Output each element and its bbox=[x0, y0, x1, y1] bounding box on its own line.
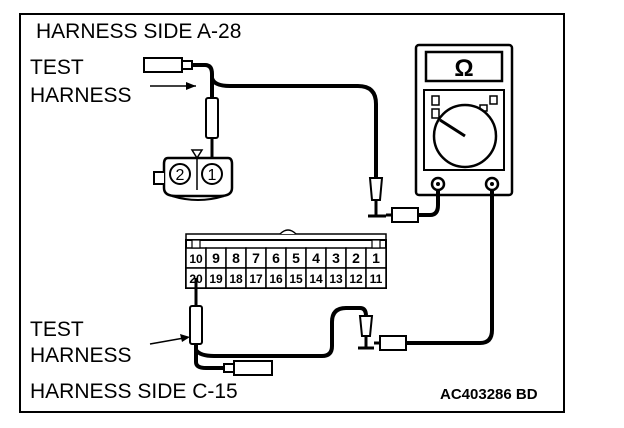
meter-lead-com-plug bbox=[391, 207, 419, 223]
c15-pin-label: 8 bbox=[232, 250, 240, 266]
c15-pin-label: 2 bbox=[352, 250, 360, 266]
harness-top-plug-sleeve bbox=[181, 60, 193, 70]
meter-small-button-right bbox=[489, 95, 498, 105]
c15-pin-label: 17 bbox=[249, 272, 263, 286]
harness-side-c15-label: HARNESS SIDE C-15 bbox=[30, 380, 238, 403]
test-harness-top-arrowhead bbox=[186, 82, 196, 90]
harness-side-a28-label: HARNESS SIDE A-28 bbox=[36, 20, 242, 43]
harness-top-plug bbox=[143, 57, 183, 73]
test-harness-bottom-arrow bbox=[149, 337, 185, 345]
connector-a28-key-triangle bbox=[190, 149, 204, 160]
meter-lead-com-wire bbox=[418, 190, 440, 217]
c15-guide-notch bbox=[371, 239, 381, 249]
ohm-symbol: Ω bbox=[454, 55, 473, 82]
c15-pin-label: 1 bbox=[372, 250, 380, 266]
meter-dial-pointer bbox=[439, 118, 466, 138]
ohmmeter: Ω bbox=[414, 43, 514, 197]
connector-a28-pin-2 bbox=[169, 163, 191, 185]
c15-pin-label: 12 bbox=[349, 272, 363, 286]
connector-a28-bottom-lip bbox=[171, 195, 225, 201]
meter-small-button-left-2 bbox=[431, 108, 440, 119]
test-harness-bottom bbox=[189, 190, 494, 376]
meter-lead-ohm-wire bbox=[406, 190, 494, 345]
connector-a28: 2 1 bbox=[153, 149, 234, 201]
c15-pin-label: 9 bbox=[212, 250, 220, 266]
c15-pin-label: 3 bbox=[332, 250, 340, 266]
connector-c15-pin-grid: 1098765432120191817161514131211 bbox=[185, 239, 387, 289]
harness-bottom-plug bbox=[233, 360, 273, 376]
c15-pin-label: 4 bbox=[312, 250, 320, 266]
test-harness-top-label-line2: HARNESS bbox=[30, 84, 132, 107]
harness-top-probe bbox=[205, 97, 219, 139]
c15-pin-label: 5 bbox=[292, 250, 300, 266]
connector-c15: 1098765432120191817161514131211 bbox=[185, 229, 387, 289]
c15-pin-label: 10 bbox=[189, 252, 203, 266]
connector-a28-pin-1 bbox=[201, 163, 223, 185]
test-harness-bottom-arrowhead bbox=[180, 334, 190, 342]
test-harness-top-label-line1: TEST bbox=[30, 56, 84, 79]
meter-small-button-left bbox=[431, 95, 440, 106]
meter-display bbox=[424, 50, 504, 83]
c15-pin-label: 18 bbox=[229, 272, 243, 286]
harness-top-wire-b bbox=[210, 77, 378, 178]
meter-lead-ohm-plug bbox=[379, 335, 407, 351]
harness-bottom-wire-a bbox=[194, 344, 224, 370]
meter-terminal-ohm-hole bbox=[490, 182, 494, 186]
harness-top-clip bbox=[368, 177, 384, 201]
c15-pin-label: 16 bbox=[269, 272, 283, 286]
harness-bottom-plug-sleeve bbox=[223, 363, 235, 373]
connector-a28-latch bbox=[153, 171, 164, 185]
harness-top-wire-a bbox=[192, 63, 214, 98]
test-harness-bottom-label-line1: TEST bbox=[30, 318, 84, 341]
harness-bottom-clip bbox=[358, 315, 374, 337]
harness-bottom-wire-b bbox=[194, 306, 368, 358]
c15-pin-label: 15 bbox=[289, 272, 303, 286]
connector-a28-pin-2-label: 2 bbox=[176, 167, 185, 184]
c15-guide-notch bbox=[191, 239, 201, 249]
c15-pin-label: 13 bbox=[329, 272, 343, 286]
figure-code: AC403286 BD bbox=[440, 386, 538, 403]
c15-pin-cell bbox=[365, 267, 387, 289]
test-harness-bottom-label-line2: HARNESS bbox=[30, 344, 132, 367]
test-harness-top bbox=[143, 57, 440, 223]
c15-pin-label: 19 bbox=[209, 272, 223, 286]
connector-c15-lock-tab bbox=[279, 229, 297, 235]
harness-bottom-probe bbox=[189, 305, 203, 345]
c15-pin-label: 7 bbox=[252, 250, 260, 266]
c15-pin-label: 6 bbox=[272, 250, 280, 266]
c15-pin-label: 14 bbox=[309, 272, 323, 286]
connector-a28-pin-1-label: 1 bbox=[208, 167, 217, 184]
c15-pin-label: 11 bbox=[370, 272, 383, 286]
meter-terminal-com-hole bbox=[436, 182, 440, 186]
